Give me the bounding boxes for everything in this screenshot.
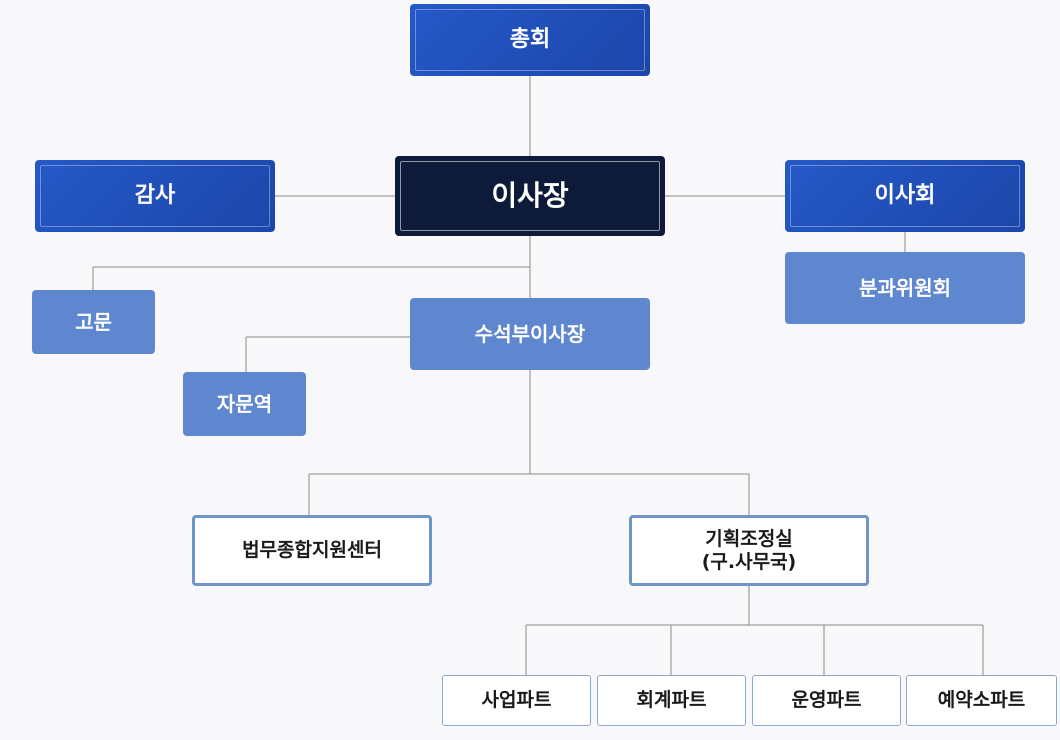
subcommittee-label: 분과위원회: [859, 276, 951, 300]
general-assembly-label: 총회: [509, 26, 551, 52]
part-accounting-node: 회계파트: [597, 675, 746, 726]
consultant-node: 자문역: [183, 372, 306, 436]
part-operations-node: 운영파트: [752, 675, 901, 726]
part-accounting-label: 회계파트: [636, 689, 707, 712]
senior-vp-label: 수석부이사장: [474, 322, 586, 346]
planning-office-node: 기획조정실 (구.사무국): [629, 515, 869, 586]
president-node: 이사장: [395, 156, 665, 236]
planning-office-label: 기획조정실: [705, 527, 793, 550]
part-reservation-label: 예약소파트: [937, 689, 1026, 712]
legal-center-label: 법무종합지원센터: [242, 539, 382, 562]
part-business-node: 사업파트: [442, 675, 591, 726]
part-reservation-node: 예약소파트: [906, 675, 1057, 726]
advisor-label: 고문: [75, 310, 112, 334]
part-business-label: 사업파트: [481, 689, 552, 712]
advisor-node: 고문: [32, 290, 155, 354]
auditor-label: 감사: [134, 182, 176, 208]
auditor-node: 감사: [35, 160, 275, 232]
consultant-label: 자문역: [216, 392, 273, 416]
senior-vp-node: 수석부이사장: [410, 298, 650, 370]
part-operations-label: 운영파트: [791, 689, 862, 712]
planning-office-sublabel: (구.사무국): [701, 550, 797, 573]
subcommittee-node: 분과위원회: [785, 252, 1025, 324]
board-node: 이사회: [785, 160, 1025, 232]
president-label: 이사장: [491, 179, 569, 213]
board-label: 이사회: [874, 182, 936, 208]
general-assembly-node: 총회: [410, 4, 650, 76]
legal-center-node: 법무종합지원센터: [192, 515, 432, 586]
